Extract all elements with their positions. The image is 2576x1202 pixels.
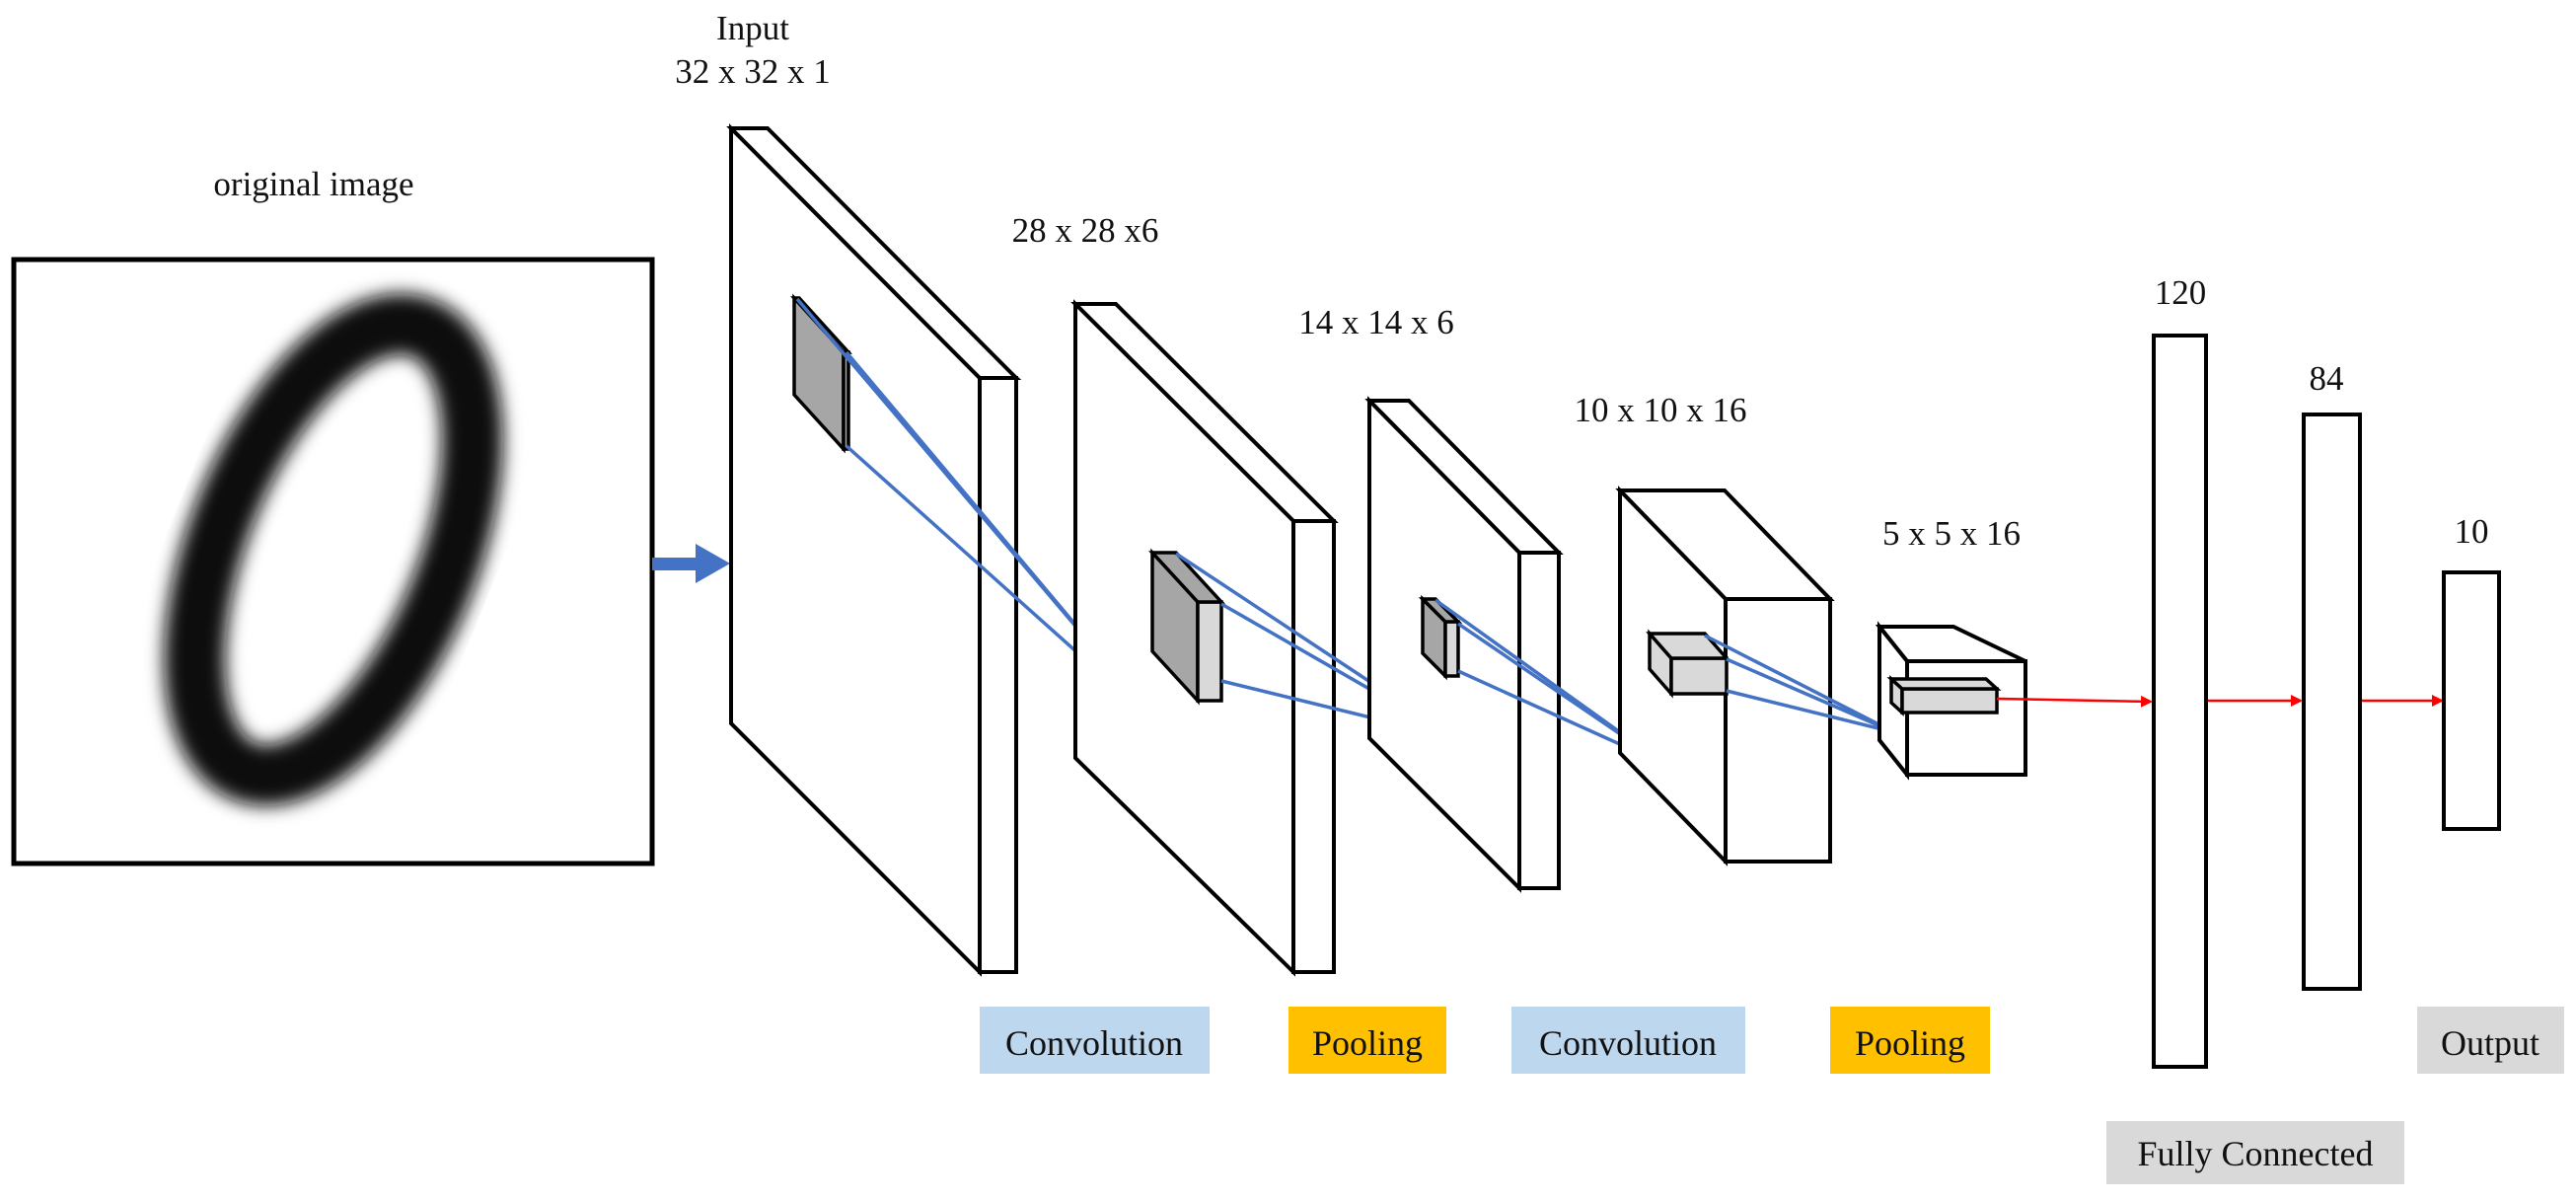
- input-title: Input: [716, 9, 789, 47]
- c1-kernel: [1148, 548, 1225, 706]
- digit-zero: [164, 293, 503, 806]
- arrow-s4-to-f5: [1996, 695, 2153, 708]
- c1-dims: 28 x 28 x6: [1012, 211, 1159, 250]
- s2-layer: [1364, 396, 1564, 893]
- c3-kernel: [1646, 629, 1730, 699]
- tag-fully-connected: Fully Connected: [2106, 1121, 2404, 1184]
- svg-text:Pooling: Pooling: [1312, 1023, 1423, 1063]
- tag-output: Output: [2417, 1007, 2564, 1074]
- original-image-label: original image: [213, 165, 413, 203]
- s4-dims: 5 x 5 x 16: [1882, 514, 2021, 553]
- s4-kernel: [1886, 675, 2002, 716]
- original-image: [11, 257, 655, 866]
- s2-kernel: [1418, 594, 1463, 681]
- f6-size: 84: [2310, 359, 2344, 398]
- svg-text:Convolution: Convolution: [1539, 1023, 1717, 1063]
- svg-text:Pooling: Pooling: [1855, 1023, 1965, 1063]
- input-layer: [726, 123, 1022, 977]
- output-layer: [2442, 570, 2501, 831]
- tag-pooling-1: Pooling: [1288, 1007, 1446, 1074]
- f5-size: 120: [2155, 273, 2207, 312]
- c3-kernel-links: [1704, 634, 1895, 734]
- tag-convolution-2: Convolution: [1511, 1007, 1745, 1074]
- input-dims: 32 x 32 x 1: [675, 52, 831, 91]
- svg-text:Convolution: Convolution: [1005, 1023, 1183, 1063]
- tag-pooling-2: Pooling: [1830, 1007, 1990, 1074]
- svg-text:Output: Output: [2441, 1023, 2539, 1063]
- input-arrow: [652, 544, 730, 583]
- f6-layer: [2302, 413, 2362, 991]
- c3-dims: 10 x 10 x 16: [1575, 391, 1747, 429]
- svg-text:Fully Connected: Fully Connected: [2138, 1134, 2374, 1173]
- tag-convolution-1: Convolution: [980, 1007, 1210, 1074]
- output-size: 10: [2455, 512, 2489, 551]
- f5-layer: [2152, 334, 2208, 1069]
- s2-dims: 14 x 14 x 6: [1298, 303, 1454, 341]
